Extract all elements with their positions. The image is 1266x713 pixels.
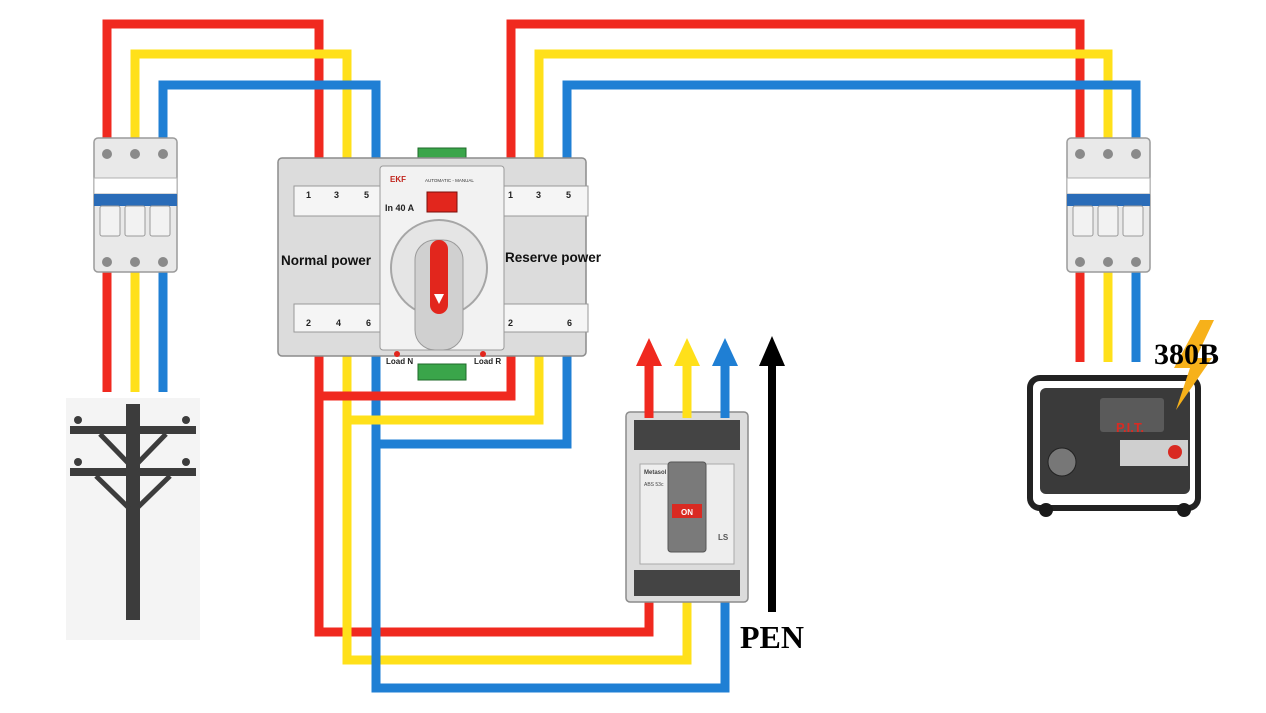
ats-load-n: Load N <box>386 357 413 366</box>
utility-pole-icon <box>66 398 200 640</box>
generator-icon: P.I.T. <box>1027 375 1201 517</box>
generator-brand: P.I.T. <box>1116 420 1144 435</box>
ats-terminal-bottom-4: 4 <box>336 318 341 328</box>
ats-terminal-top-1r: 1 <box>508 190 513 200</box>
wire-l3-gen-to-ats <box>562 80 1141 194</box>
output-l1-arrowhead <box>636 338 662 366</box>
ats-terminal-bottom-2: 2 <box>306 318 311 328</box>
ats-terminal-top-3: 3 <box>334 190 339 200</box>
generator-breaker <box>1066 137 1151 273</box>
ats-terminal-top-3r: 3 <box>536 190 541 200</box>
wire-l2-ats-out <box>342 345 692 665</box>
mccb-on-label: ON <box>681 508 693 517</box>
ats-rating: In 40 A <box>385 203 415 213</box>
wire-l3-ats-loop <box>378 345 572 449</box>
pen-arrowhead <box>759 336 785 366</box>
main-circuit-breaker: Metasol ABS 53c ON LS <box>625 411 749 603</box>
wire-l2-ats-loop <box>349 345 544 425</box>
ats-terminal-bottom-6: 6 <box>366 318 371 328</box>
voltage-label: 380В <box>1154 338 1219 371</box>
wire-l3-ats-out <box>371 345 730 693</box>
ats-brand: EKF <box>390 175 406 184</box>
ats-load-r: Load R <box>474 357 501 366</box>
output-l3-arrowhead <box>712 338 738 366</box>
wire-l2-grid-to-ats <box>130 49 352 194</box>
wire-l3-grid-to-ats <box>158 80 381 194</box>
wire-l1-ats-loop <box>321 345 516 401</box>
mccb-maker: LS <box>718 533 729 542</box>
lightning-icon <box>1174 320 1214 410</box>
ats-terminal-bottom-2r: 2 <box>508 318 513 328</box>
mccb-brand: Metasol <box>644 470 667 476</box>
wire-l1-ats-out <box>314 345 654 637</box>
ats-terminal-bottom-6r: 6 <box>567 318 572 328</box>
wires <box>102 19 1141 693</box>
wire-l1-grid-to-ats <box>102 19 324 194</box>
output-l2-arrowhead <box>674 338 700 366</box>
ats-terminal-top-5r: 5 <box>566 190 571 200</box>
ats-mode-text: AUTOMATIC - MANUAL <box>425 178 474 183</box>
wire-l2-gen-to-ats <box>534 49 1113 194</box>
grid-breaker <box>93 137 178 273</box>
output-arrows <box>636 336 785 612</box>
ats-reserve-label: Reserve power <box>505 250 602 265</box>
transfer-switch: EKF AUTOMATIC - MANUAL In 40 A Normal po… <box>277 147 602 381</box>
ats-terminal-top-1: 1 <box>306 190 311 200</box>
ats-terminal-top-5: 5 <box>364 190 369 200</box>
ats-normal-label: Normal power <box>281 253 372 268</box>
pen-label: PEN <box>740 619 804 655</box>
mccb-model: ABS 53c <box>644 482 664 488</box>
